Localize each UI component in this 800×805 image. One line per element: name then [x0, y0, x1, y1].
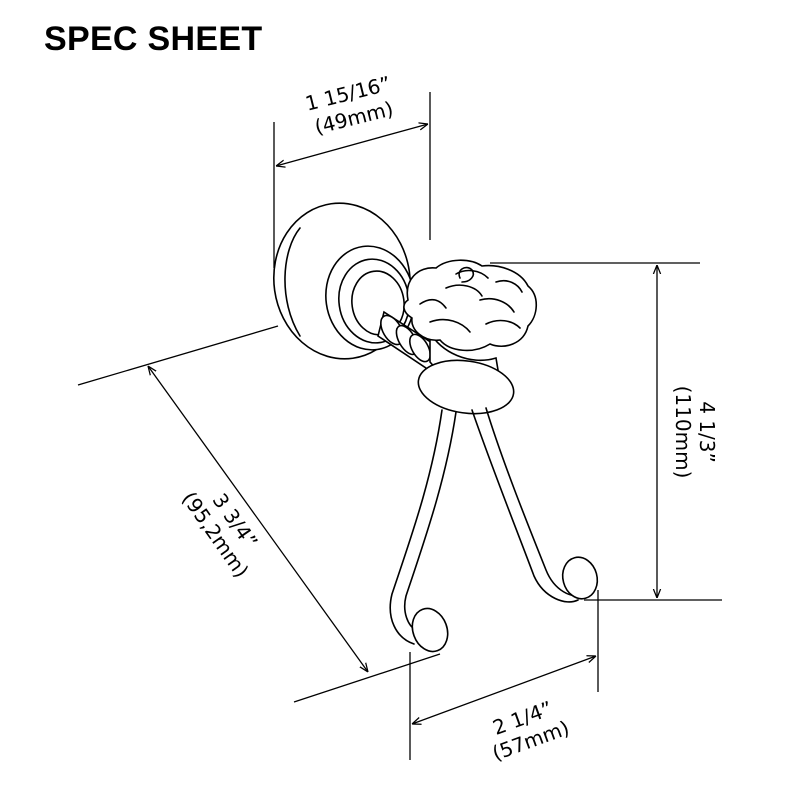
hook-end-ball-right: [561, 556, 599, 600]
wall-rosette: [272, 202, 415, 360]
hook-arm-right: [471, 407, 599, 603]
height-metric-label: (110mm): [671, 386, 695, 479]
hook-knuckle: [417, 359, 515, 415]
dimension-line: [412, 656, 596, 724]
hook-neck: [377, 310, 448, 374]
hook-arm-left: [389, 409, 457, 653]
dimension-height: 4 1/3” (110mm): [490, 262, 722, 601]
height-imperial-label: 4 1/3”: [695, 401, 719, 463]
robe-hook-drawing: [272, 202, 599, 653]
extension-line: [77, 325, 279, 386]
dimension-depth: 3 3/4” (95,2mm): [77, 325, 441, 703]
hook-end-ball-left: [411, 607, 449, 653]
extension-line: [293, 653, 441, 703]
dimension-line: [276, 124, 428, 166]
page-title: SPEC SHEET: [44, 20, 263, 58]
dimension-line: [148, 366, 368, 672]
